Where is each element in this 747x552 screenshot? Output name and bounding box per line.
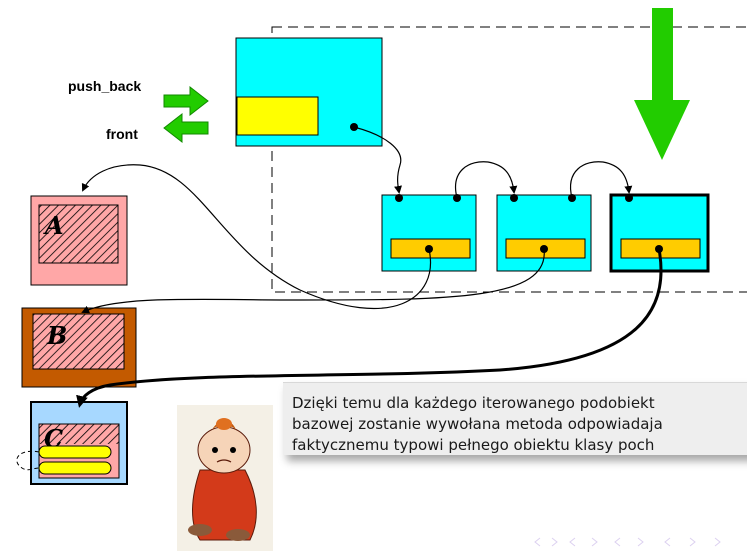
push-back-arrow-icon: [163, 85, 209, 117]
beamer-nav-icons[interactable]: [530, 532, 747, 552]
nav-back-icon[interactable]: [664, 537, 671, 547]
little-my-illustration: [177, 405, 273, 551]
object-b-label: B: [46, 321, 67, 350]
object-b: B: [21, 307, 137, 388]
link-node2-to-node3: [570, 161, 633, 199]
deque-node-1: [381, 194, 477, 272]
nav-prev-subsection-icon[interactable]: [569, 537, 576, 547]
link-node3-to-object-c: [76, 248, 663, 408]
link-node2-to-object-b: [81, 248, 545, 314]
link-container-to-node1: [353, 126, 402, 194]
callout-line-3: faktycznemu typowi pełnego obiektu klasy…: [292, 436, 655, 454]
callout-line-2: bazowej zostanie wywołana metoda odpowia…: [292, 415, 663, 433]
nav-next-subsection-icon[interactable]: [591, 537, 598, 547]
nav-menu-icon[interactable]: [714, 537, 721, 547]
callout-line-1: Dzięki temu dla każdego iterowanego podo…: [292, 394, 655, 412]
front-label: front: [106, 126, 138, 142]
object-a: A: [30, 195, 128, 286]
push-back-label: push_back: [68, 78, 141, 94]
dashed-container-region: [271, 26, 747, 293]
container-yellow-field: [236, 96, 319, 136]
nav-next-frame-icon[interactable]: [551, 537, 558, 547]
front-arrow-icon: [163, 112, 209, 144]
object-a-label: A: [43, 211, 64, 240]
deque-node-2: [496, 194, 592, 272]
nav-next-section-icon[interactable]: [637, 537, 644, 547]
insert-arrow-icon: [634, 8, 690, 160]
link-node1-to-object-a: [81, 164, 431, 310]
nav-prev-frame-icon[interactable]: [534, 537, 541, 547]
explanation-callout: Dzięki temu dla każdego iterowanego podo…: [283, 382, 747, 455]
callout-text: Dzięki temu dla każdego iterowanego podo…: [283, 383, 747, 455]
object-c: C: [16, 401, 128, 485]
nav-search-icon[interactable]: [689, 537, 696, 547]
link-node1-to-node2: [455, 161, 518, 199]
nav-prev-section-icon[interactable]: [614, 537, 621, 547]
